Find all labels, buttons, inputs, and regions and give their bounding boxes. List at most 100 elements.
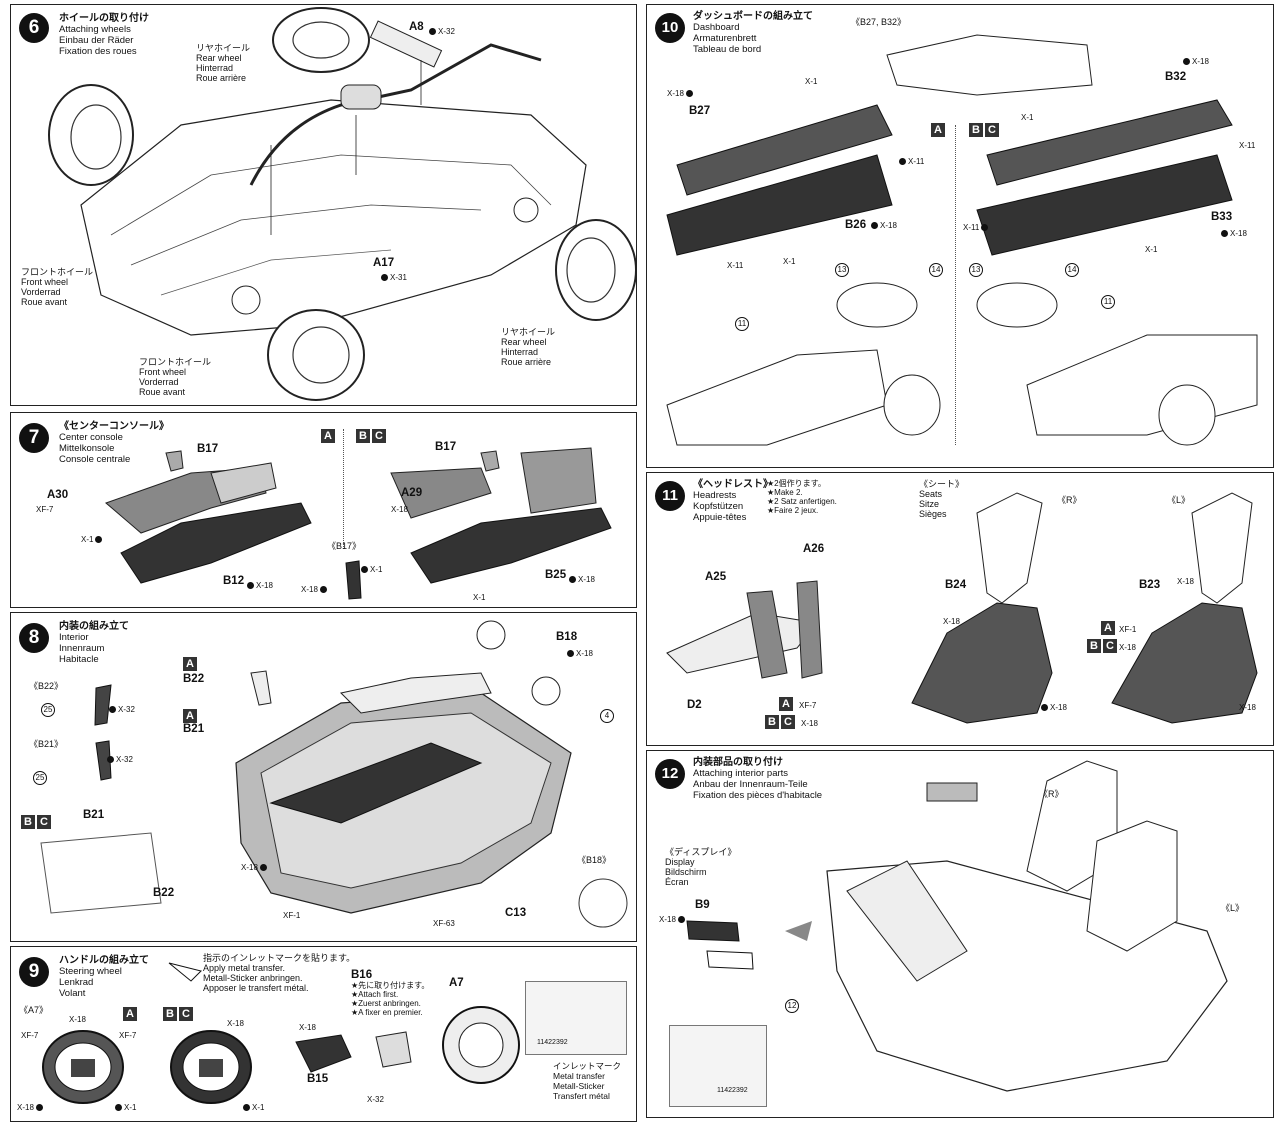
b17-sub-x1: X-1 [361, 565, 382, 574]
paint-x18: X-18 [241, 863, 269, 872]
seat-r-label: 《R》 [1039, 789, 1064, 799]
variant-a-badge-seat: A [1101, 621, 1115, 635]
variant-a-badge: A [123, 1007, 137, 1021]
part-b21-bc: B21 [83, 809, 105, 821]
step-8-interior-drawing [40, 620, 628, 928]
step-7-console-drawing [105, 447, 612, 600]
part-a26: A26 [803, 543, 825, 555]
part-b15: B15 [307, 1073, 329, 1085]
step-number: 7 [19, 423, 49, 453]
decal-14-a: 14 [929, 263, 943, 277]
paint-x11-a: X-11 [899, 157, 924, 166]
part-a7: A7 [449, 977, 464, 989]
part-b17-a: B17 [197, 443, 219, 455]
paint-x18-a: X-18 [667, 89, 695, 98]
sub-title: 《B27, B32》 [851, 17, 907, 27]
seat-r-title: 《R》 [1057, 495, 1082, 505]
paint-x18-l3: X-18 [1239, 703, 1256, 712]
step-number: 12 [655, 759, 685, 789]
steering-wheel-a [42, 1030, 124, 1104]
metal-transfer-label: インレットマーク Metal transfer Metall-Sticker T… [553, 1061, 622, 1101]
step-title: 《ヘッドレスト》 Headrests Kopfstützen Appuie-tê… [693, 479, 773, 523]
title-jp: ホイールの取り付け [59, 13, 149, 24]
paint-x18-hr: X-18 [801, 719, 818, 728]
part-a30: A30 [47, 489, 69, 501]
metal-transfer-sheet [525, 981, 627, 1055]
front-wheel-bottom [267, 309, 365, 401]
paint-x18-b: X-18 [1183, 57, 1209, 66]
step-10-panel: 10 ダッシュボードの組み立て Dashboard Armaturenbrett… [646, 4, 1274, 468]
rear-wheel-right-label: リヤホイール Rear wheel Hinterrad Roue arrière [501, 327, 556, 367]
variant-a-badge: A [931, 123, 945, 137]
paint-x11-b: X-11 [727, 261, 744, 270]
rear-wheel-top-label: リヤホイール Rear wheel Hinterrad Roue arrière [196, 43, 251, 83]
paint-x18-c: X-18 [1221, 229, 1247, 238]
part-b12: B12 [223, 575, 245, 587]
a7-sub-title: 《A7》 [19, 1005, 49, 1015]
step-number: 11 [655, 481, 685, 511]
part-b21: B21 [183, 723, 205, 735]
paint-x32: X-32 [367, 1095, 384, 1104]
b21-sub-decal: 25 [33, 771, 47, 785]
paint-xf7-l: XF-7 [21, 1031, 39, 1040]
decal-11-a: 11 [735, 317, 749, 331]
paint-b25: X-18 [569, 575, 595, 584]
paint-x18-r2: X-18 [1041, 703, 1067, 712]
decal-13-b: 13 [969, 263, 983, 277]
decal-12: 12 [785, 999, 799, 1013]
paint-a29: X-18 [391, 505, 408, 514]
steering-wheel-bc [170, 1030, 252, 1104]
part-b22-bc: B22 [153, 887, 175, 899]
paint-b12: X-18 [247, 581, 273, 590]
make-note: ★2個作ります。 ★Make 2. ★2 Satz anfertigen. ★F… [767, 479, 837, 515]
paint-x1-b: X-1 [783, 257, 796, 266]
rear-wheel-top [272, 7, 370, 73]
part-b32: B32 [1165, 71, 1187, 83]
paint-x11-d: X-11 [963, 223, 990, 232]
decal-code: 11422392 [537, 1039, 568, 1046]
paint-b18: X-18 [567, 649, 593, 658]
decal-code: 11422392 [717, 1087, 748, 1094]
paint-xf1: XF-1 [1119, 625, 1137, 634]
front-wheel-left-label: フロントホイール Front wheel Vorderrad Roue avan… [21, 267, 94, 307]
b21-sub-title: 《B21》 [29, 739, 64, 749]
part-b17-b: B17 [435, 441, 457, 453]
paint-x18-r1: X-18 [943, 617, 960, 626]
part-b22: B22 [183, 673, 205, 685]
b17-sub-x18: X-18 [301, 585, 329, 594]
paint-x1-a: X-1 [805, 77, 818, 86]
step-7-panel: 7 《センターコンソール》 Center console Mittelkonso… [10, 412, 637, 608]
part-b16: B16 [351, 969, 373, 981]
step-title: 内装部品の取り付け Attaching interior parts Anbau… [693, 757, 823, 801]
part-c13: C13 [505, 907, 527, 919]
step-12-interior-drawing [686, 760, 1228, 1092]
part-b33: B33 [1211, 211, 1233, 223]
paint-b26: X-18 [871, 221, 897, 230]
variant-a-badge: A [779, 697, 793, 711]
step-number: 10 [655, 13, 685, 43]
paint-x1-br: X-1 [115, 1103, 136, 1112]
title-fr: Fixation des roues [59, 46, 137, 57]
part-a8: A8 [409, 21, 424, 33]
b21-sub-paint: X-32 [107, 755, 133, 764]
step-title: 《センターコンソール》 Center console Mittelkonsole… [59, 421, 169, 465]
b22-sub-title: 《B22》 [29, 681, 64, 691]
decal-4: 4 [600, 709, 614, 723]
part-a17: A17 [373, 257, 395, 269]
b22-sub-decal: 25 [41, 703, 55, 717]
paint-x18-c: X-18 [299, 1023, 316, 1032]
paint-a17: X-31 [381, 273, 407, 282]
metal-transfer-note: 指示のインレットマークを貼ります。 Apply metal transfer. … [203, 953, 356, 993]
step-12-panel: 12 内装部品の取り付け Attaching interior parts An… [646, 750, 1274, 1118]
part-b27: B27 [689, 105, 711, 117]
decal-14-b: 14 [1065, 263, 1079, 277]
decal-sheet [669, 1025, 767, 1107]
variant-separator [955, 125, 956, 445]
variant-separator [343, 429, 344, 549]
step-number: 8 [19, 623, 49, 653]
b18-sub-title: 《B18》 [577, 855, 612, 865]
